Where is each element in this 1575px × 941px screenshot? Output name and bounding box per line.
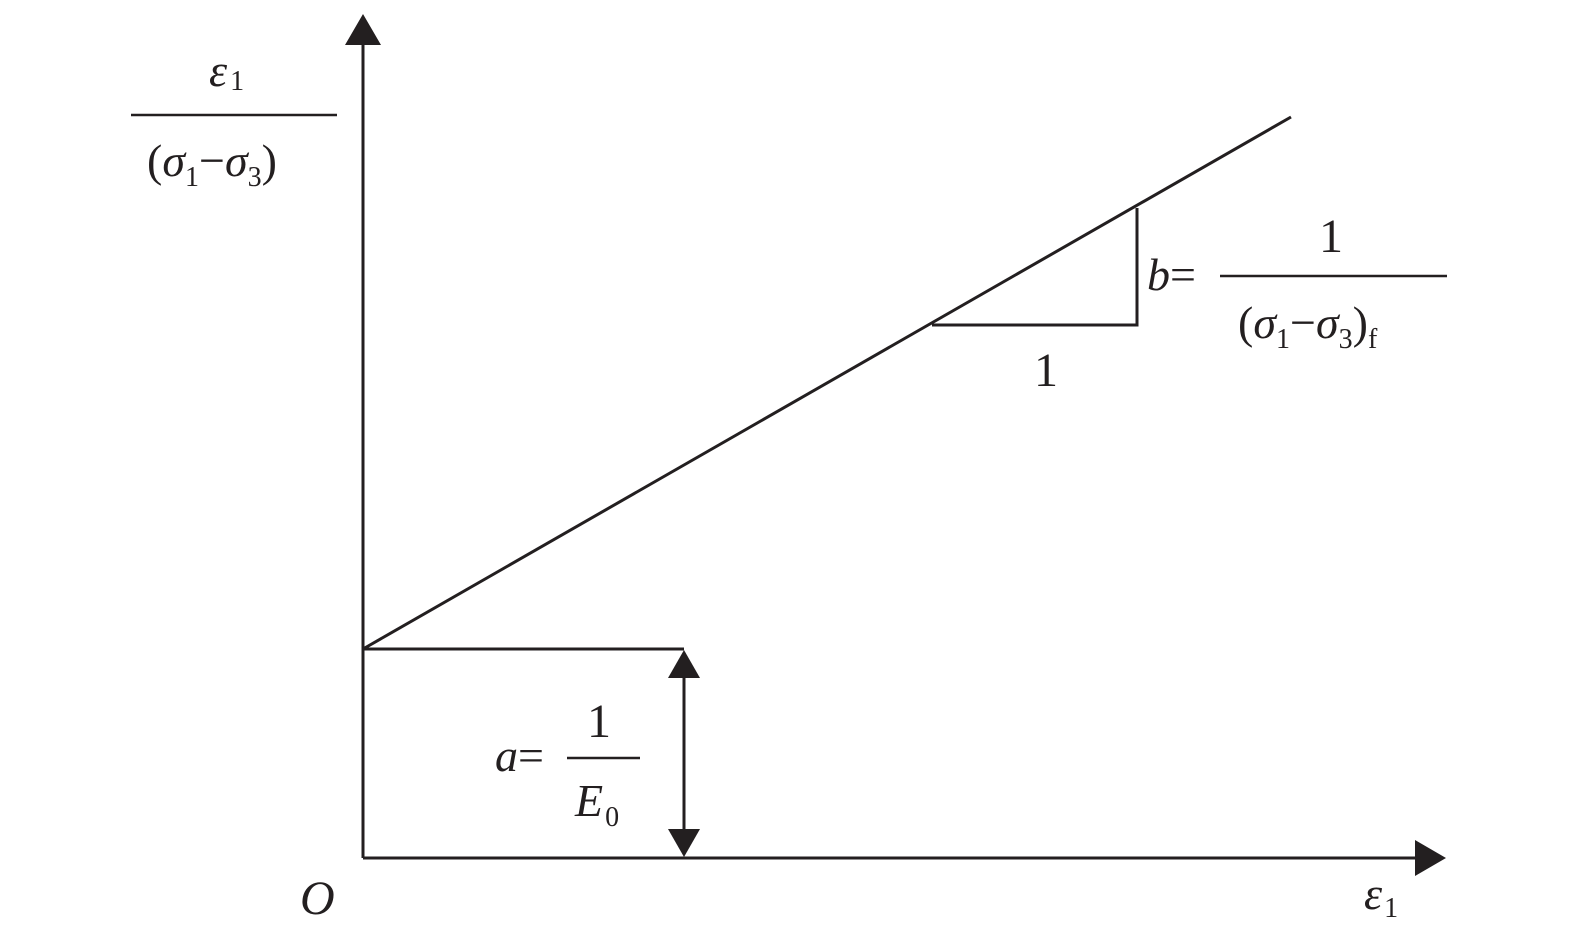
intercept-arrowhead-down	[668, 829, 700, 857]
svg-text:b=: b=	[1147, 249, 1196, 300]
y-axis-arrowhead	[345, 14, 381, 45]
svg-text:(σ1−σ3): (σ1−σ3)	[147, 135, 277, 193]
slope-numerator: 1	[1319, 210, 1343, 263]
intercept-arrowhead-up	[668, 650, 700, 678]
slope-label: b= 1 (σ1−σ3)f	[1147, 210, 1447, 355]
svg-text:E0: E0	[574, 775, 619, 833]
y-label-epsilon: ε	[209, 45, 228, 96]
slope-run-label: 1	[1034, 344, 1058, 397]
fit-line	[362, 115, 1292, 651]
intercept-numerator: 1	[587, 695, 611, 748]
svg-text:ε1: ε1	[209, 45, 244, 97]
origin-label: O	[300, 872, 335, 925]
svg-text:(σ1−σ3)f: (σ1−σ3)f	[1238, 297, 1378, 355]
intercept-label: a= 1 E0	[495, 695, 640, 833]
y-label-epsilon-sub: 1	[230, 66, 244, 97]
svg-text:a=: a=	[495, 730, 544, 781]
x-axis-arrowhead	[1415, 840, 1446, 876]
x-axis-label: ε1	[1364, 868, 1398, 924]
slope-triangle	[932, 208, 1139, 327]
